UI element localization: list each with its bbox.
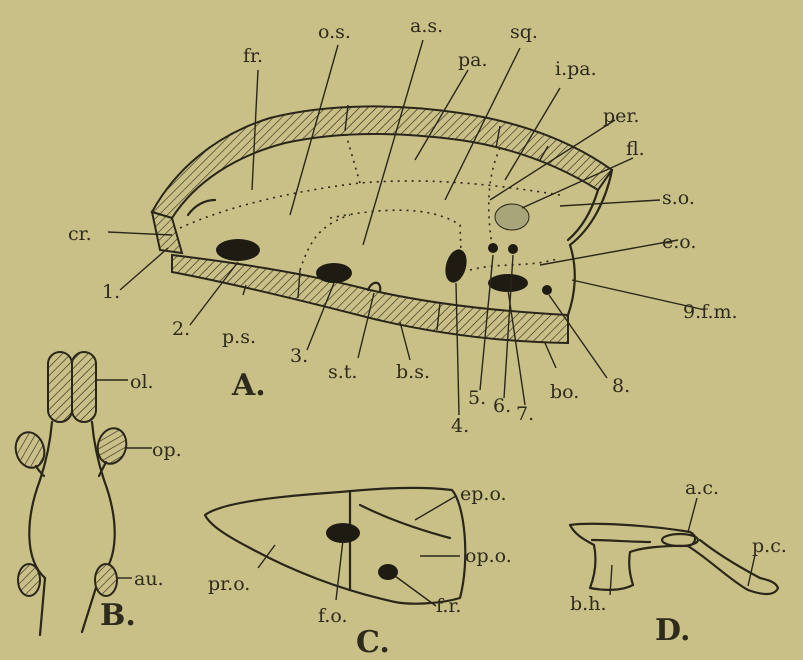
foramen-8 [542,285,552,295]
foramen-6 [508,244,518,254]
label-bh: b.h. [570,593,606,615]
leader-lines-a [108,40,705,415]
panel-label-c: C. [356,625,390,660]
cranial-roof [152,106,612,218]
label-n1: 1. [102,281,120,303]
panel-label-b: B. [100,598,136,633]
label-so: s.o. [662,187,695,209]
label-n3: 3. [290,345,308,367]
label-n8: 8. [612,375,630,397]
label-ipa: i.pa. [555,58,597,80]
label-pro: pr.o. [208,573,250,595]
label-eo: e.o. [662,231,696,253]
label-pa: pa. [458,49,488,71]
label-gfm: 9.f.m. [683,301,738,323]
label-sq: sq. [510,21,538,43]
label-n5: 5. [468,387,486,409]
foramen-5 [488,243,498,253]
label-fr-c: f.r. [436,595,461,617]
label-op: op. [152,439,182,461]
foramen-2 [216,239,260,261]
foramen-rotundum [378,564,398,580]
label-ol: ol. [130,371,154,393]
figure-d: a.c. p.c. b.h. D. [570,477,787,648]
foramen-7 [488,274,528,292]
optic-stalks [36,462,106,476]
label-ps: p.s. [222,326,256,348]
panel-label-a: A. [231,368,266,403]
olfactory-lobe-right [72,352,96,422]
label-au: au. [134,568,164,590]
auditory-right [95,564,117,596]
label-fl: fl. [626,138,645,160]
cranial-front [152,212,182,253]
label-cr: cr. [68,223,92,245]
label-os: o.s. [318,21,351,43]
label-pc: p.c. [752,535,787,557]
auditory-left [18,564,40,596]
label-as: a.s. [410,15,443,37]
label-per: per. [603,105,639,127]
front-curl [188,200,215,215]
figure-a: fr. o.s. a.s. sq. pa. i.pa. per. fl. s.o… [68,15,738,437]
anterior-cornu [662,534,698,546]
label-opo: op.o. [465,545,512,567]
label-ac: a.c. [685,477,719,499]
figure-b: ol. op. au. B. [12,352,182,635]
panel-label-d: D. [655,613,690,648]
label-epo: ep.o. [460,483,507,505]
label-n2: 2. [172,318,190,340]
label-n7: 7. [516,403,534,425]
label-st: s.t. [328,361,357,383]
label-n6: 6. [493,395,511,417]
basihyal-ridge [592,540,650,542]
label-bo: bo. [550,381,579,403]
leader-lines-c [258,496,460,606]
label-fr: fr. [243,45,263,67]
optic-lobe-left [12,429,48,471]
olfactory-lobe-left [48,352,72,422]
capsule-suture [360,505,450,538]
label-bs: b.s. [396,361,430,383]
label-n4: 4. [451,415,469,437]
foramen-3 [316,263,352,283]
figure-c: ep.o. op.o. pr.o. f.o. f.r. C. [205,483,512,660]
foramen-4 [442,247,470,285]
label-fo: f.o. [318,605,348,627]
